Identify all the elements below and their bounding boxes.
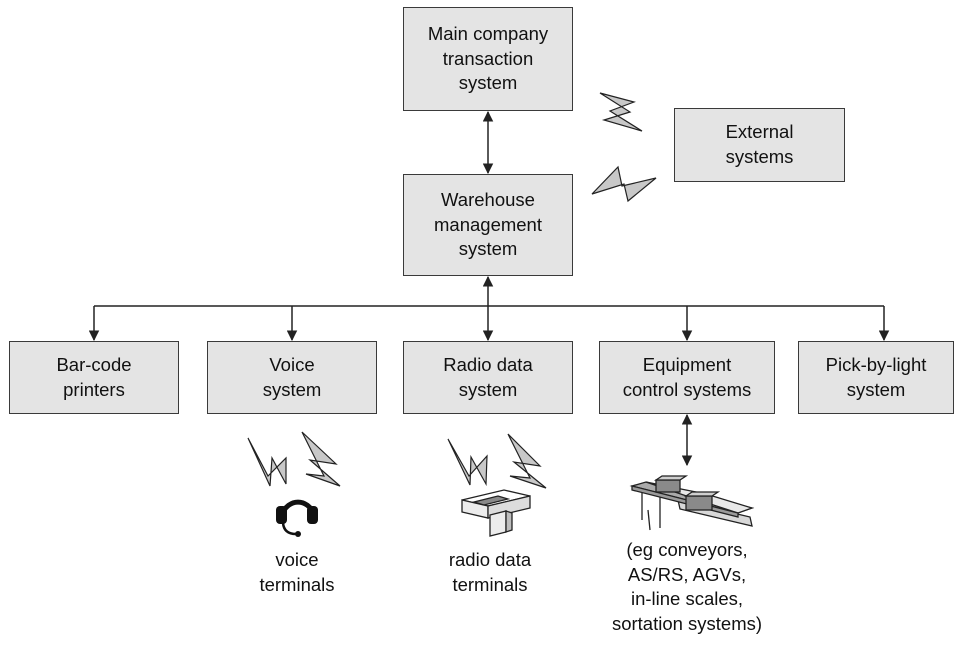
bar-code-printers-label: Bar-code printers [56,353,132,400]
bar-code-printers-box: Bar-code printers [9,341,179,414]
headset-icon [276,499,318,537]
pick-by-light-system-label: Pick-by-light system [825,353,927,400]
main-company-transaction-system-box: Main company transaction system [403,7,573,111]
radio-data-system-box: Radio data system [403,341,573,414]
warehouse-management-system-label: Warehouse management system [434,189,542,260]
lightning-icon [591,165,657,203]
equipment-control-systems-label: Equipment control systems [622,353,752,400]
radio-data-terminals-caption: radio data terminals [448,549,532,595]
lightning-icon [507,433,547,489]
voice-system-box: Voice system [207,341,377,414]
voice-terminals-caption: voice terminals [259,549,335,595]
conveyor-icon [629,475,755,531]
lightning-icon [247,437,287,487]
radio-data-system-label: Radio data system [443,353,533,400]
external-systems-box: External systems [674,108,845,182]
main-company-transaction-system-label: Main company transaction system [427,23,549,94]
external-systems-label: External systems [725,121,794,167]
equipment-examples-caption: (eg conveyors, AS/RS, AGVs, in-line scal… [611,539,763,634]
lightning-icon [447,438,488,487]
voice-system-label: Voice system [262,353,322,400]
lightning-icon [301,431,341,487]
equipment-control-systems-box: Equipment control systems [599,341,775,414]
handheld-terminal-icon [461,489,531,537]
warehouse-management-system-box: Warehouse management system [403,174,573,276]
pick-by-light-system-box: Pick-by-light system [798,341,954,414]
lightning-icon [599,92,643,132]
